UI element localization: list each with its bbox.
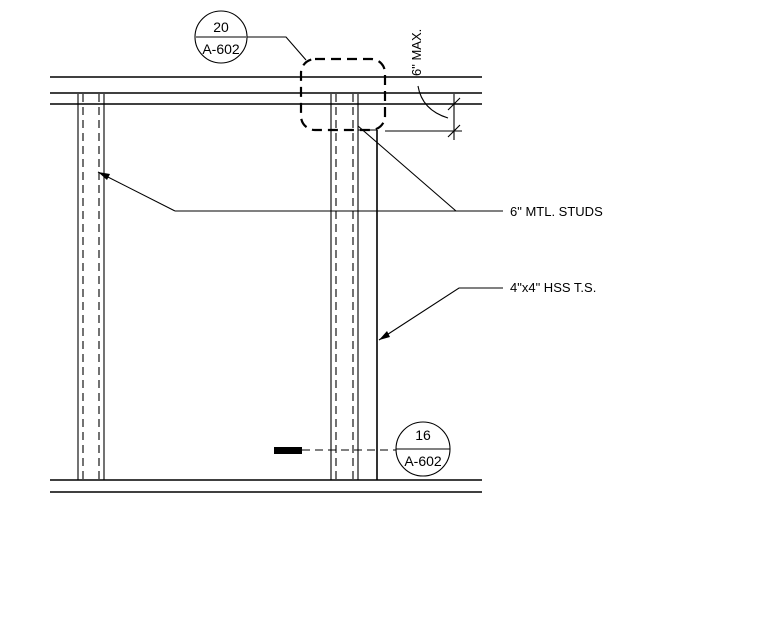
studs-callout: 6" MTL. STUDS [98, 126, 603, 219]
detail-tag-20-number: 20 [213, 19, 229, 35]
detail-cloud [301, 59, 385, 130]
studs-arrowhead-left [98, 172, 110, 180]
detail-tag-20-leader [247, 36, 307, 61]
top-track [50, 77, 482, 104]
hss-tube-steel-post [358, 130, 377, 480]
max-dimension: 6" MAX. [385, 29, 462, 140]
detail-tag-16-number: 16 [415, 427, 431, 443]
metal-stud-left [78, 94, 104, 480]
studs-label: 6" MTL. STUDS [510, 204, 603, 219]
metal-stud-middle [331, 94, 358, 480]
detail-tag-16-sheet: A-602 [404, 453, 442, 469]
section-cut-marker [274, 447, 397, 454]
detail-tag-16: 16 A-602 [396, 422, 450, 476]
bottom-track [50, 480, 482, 492]
tube-steel-arrowhead [379, 331, 390, 340]
tube-steel-label: 4"x4" HSS T.S. [510, 280, 596, 295]
detail-tag-20-sheet: A-602 [202, 41, 240, 57]
tube-steel-callout: 4"x4" HSS T.S. [378, 280, 596, 341]
max-dimension-label: 6" MAX. [409, 29, 424, 76]
detail-tag-20: 20 A-602 [195, 11, 247, 63]
